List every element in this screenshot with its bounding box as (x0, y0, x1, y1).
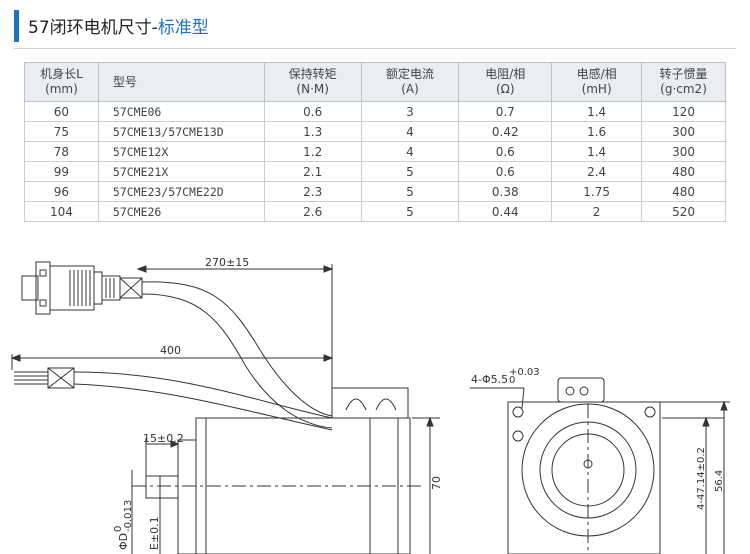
table-cell: 1.4 (551, 101, 643, 122)
table-cell: 0.6 (458, 161, 553, 182)
table-cell: 78 (24, 141, 99, 162)
table-cell: 300 (641, 141, 726, 162)
table-cell: 60 (24, 101, 99, 122)
table-cell: 2 (551, 201, 643, 222)
table-cell: 1.3 (263, 121, 362, 142)
dim-body-height: 70 (430, 476, 443, 490)
table-cell: 5 (360, 181, 460, 202)
dsub-connector (21, 261, 143, 315)
table-cell: 99 (24, 161, 99, 182)
dim-shaft-diameter: ΦD (117, 533, 130, 550)
dim-flat-length: E±0.1 (148, 516, 161, 550)
table-cell: 5 (360, 201, 460, 222)
title-accent-text: 标准型 (157, 18, 209, 38)
table-cell: 1.6 (551, 121, 643, 142)
motor-cable (73, 371, 333, 419)
table-cell: 104 (24, 201, 99, 222)
table-cell: 480 (641, 181, 726, 202)
title-text: 57闭环电机尺寸- (28, 18, 158, 38)
table-cell: 0.44 (458, 201, 553, 222)
table-cell: 1.75 (551, 181, 643, 202)
dim-hole-pitch: 4-47.14±0.2 (696, 447, 707, 510)
table-cell: 0.38 (458, 181, 553, 202)
table-cell: 0.7 (458, 101, 553, 122)
motor-side-view (132, 387, 422, 554)
table-cell: 57CME21X (97, 161, 265, 182)
table-cell: 1.4 (551, 141, 643, 162)
encoder-cable (141, 281, 333, 417)
dim-cable-400: 400 (160, 344, 181, 357)
section-title: 57闭环电机尺寸-标准型 (28, 13, 209, 38)
table-cell: 5 (360, 161, 460, 182)
table-cell: 4 (360, 141, 460, 162)
section-header: 57闭环电机尺寸-标准型 (0, 0, 750, 50)
dim-shaft-tol-upper: 0 (113, 526, 124, 532)
table-cell: 3 (360, 101, 460, 122)
table-cell: 0.6 (263, 101, 362, 122)
dim-hole-tol-lower: 0 (509, 375, 515, 386)
table-cell: 520 (641, 201, 726, 222)
dim-hole-tol-upper: +0.03 (509, 367, 540, 378)
table-cell: 2.6 (263, 201, 362, 222)
table-cell: 57CME06 (97, 101, 265, 122)
col-current: 额定电流(A) (360, 62, 460, 102)
table-cell: 75 (24, 121, 99, 142)
header-accent-bar (14, 10, 19, 42)
table-cell: 0.6 (458, 141, 553, 162)
dimension-drawing: 270±15 400 15±0.2 70 ΦD 0 -0.013 E±0.1 4… (10, 256, 730, 554)
col-model: 型号 (97, 62, 265, 102)
col-inertia: 转子惯量(g·cm2) (641, 62, 726, 102)
dim-flange-size: 56.4 (714, 470, 725, 492)
motor-front-view (507, 377, 661, 554)
table-cell: 57CME26 (97, 201, 265, 222)
table-cell: 480 (641, 161, 726, 182)
col-torque: 保持转矩(N·M) (263, 62, 362, 102)
power-wires (14, 367, 75, 389)
col-resistance: 电阻/相(Ω) (458, 62, 553, 102)
col-length: 机身长L(mm) (24, 62, 99, 102)
table-cell: 2.4 (551, 161, 643, 182)
table-cell: 120 (641, 101, 726, 122)
table-cell: 57CME23/57CME22D (97, 181, 265, 202)
header-divider (14, 48, 736, 49)
dim-hole-spec: 4-Φ5.5 (471, 373, 508, 386)
spec-table: 机身长L(mm) 型号 保持转矩(N·M) 额定电流(A) 电阻/相(Ω) 电感… (24, 62, 726, 222)
table-header-row: 机身长L(mm) 型号 保持转矩(N·M) 额定电流(A) 电阻/相(Ω) 电感… (24, 62, 726, 102)
table-cell: 2.3 (263, 181, 362, 202)
table-cell: 4 (360, 121, 460, 142)
table-cell: 0.42 (458, 121, 553, 142)
table-cell: 1.2 (263, 141, 362, 162)
table-cell: 57CME12X (97, 141, 265, 162)
table-cell: 96 (24, 181, 99, 202)
table-cell: 2.1 (263, 161, 362, 182)
dim-shaft-tol-lower: -0.013 (123, 500, 134, 532)
table-cell: 300 (641, 121, 726, 142)
dim-cable-270: 270±15 (205, 256, 249, 269)
dim-shaft-length: 15±0.2 (143, 432, 184, 445)
col-inductance: 电感/相(mH) (551, 62, 643, 102)
table-cell: 57CME13/57CME13D (97, 121, 265, 142)
